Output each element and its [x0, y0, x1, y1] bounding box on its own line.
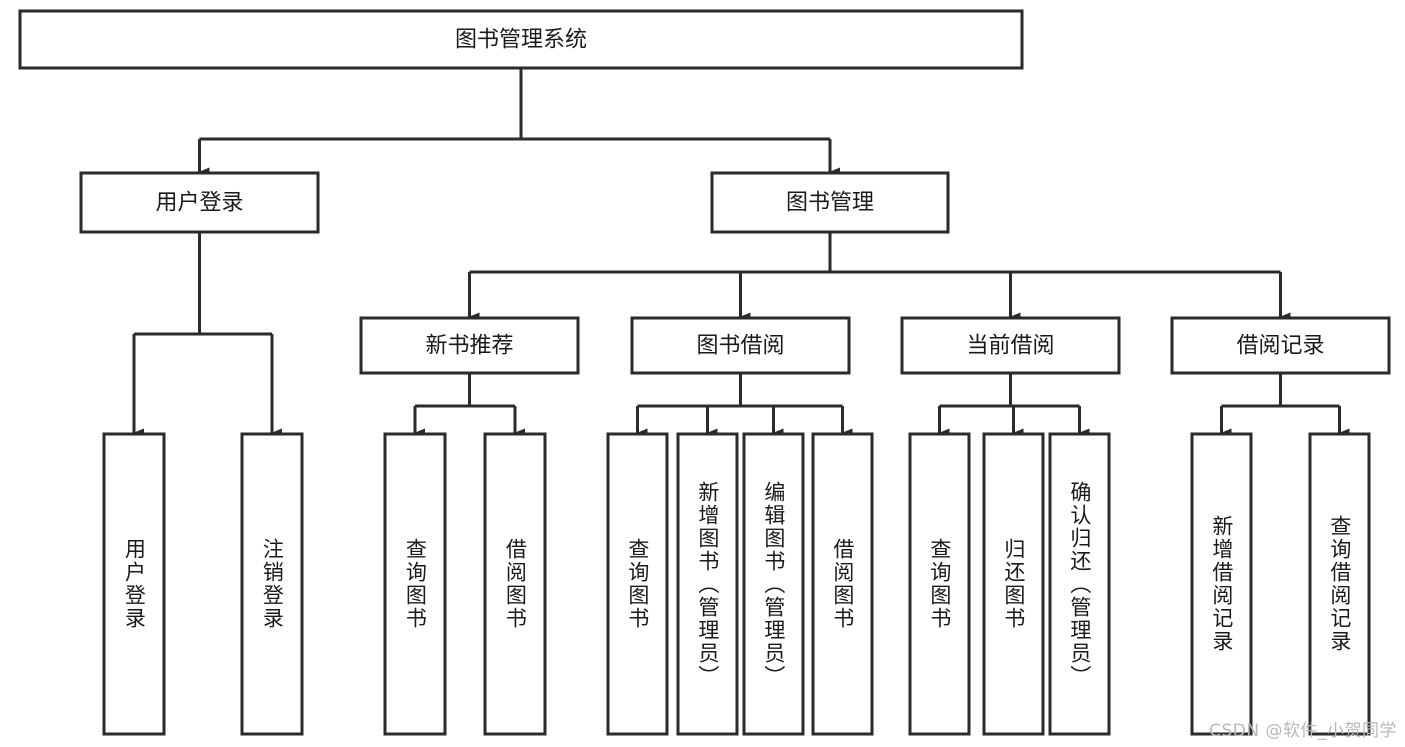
- node-leaf-query-book-2[interactable]: [606, 432, 669, 736]
- node-leaf-user-login[interactable]: [102, 432, 166, 736]
- node-leaf-add-borrow-record[interactable]: [1190, 432, 1253, 736]
- watermark-text: CSDN @软件_小贺同学: [1209, 721, 1397, 741]
- node-new-book-recommend[interactable]: 新书推荐: [359, 316, 580, 375]
- node-label-user-login: 用户登录: [155, 191, 243, 216]
- node-borrow-record[interactable]: 借阅记录: [1170, 316, 1391, 375]
- node-label-current-borrow: 当前借阅: [966, 334, 1054, 359]
- node-label-root: 图书管理系统: [455, 28, 587, 53]
- node-leaf-edit-book-admin[interactable]: [742, 432, 805, 736]
- node-root[interactable]: 图书管理系统: [18, 9, 1024, 70]
- node-leaf-query-borrow-record[interactable]: [1308, 432, 1371, 736]
- node-label-borrow-record: 借阅记录: [1236, 334, 1324, 359]
- node-leaf-borrow-book-1[interactable]: [483, 432, 547, 736]
- node-leaf-borrow-book-2[interactable]: [811, 432, 874, 736]
- node-label-book-management: 图书管理: [786, 191, 874, 216]
- node-leaf-confirm-return-admin[interactable]: [1048, 432, 1111, 736]
- node-user-login[interactable]: 用户登录: [79, 171, 320, 234]
- node-label-new-book-recommend: 新书推荐: [425, 334, 513, 359]
- node-book-borrow[interactable]: 图书借阅: [630, 316, 851, 375]
- node-leaf-query-book-1[interactable]: [383, 432, 447, 736]
- node-current-borrow[interactable]: 当前借阅: [900, 316, 1121, 375]
- node-leaf-return-book[interactable]: [982, 432, 1045, 736]
- node-leaf-logout-login[interactable]: [240, 432, 304, 736]
- node-leaf-add-book-admin[interactable]: [676, 432, 739, 736]
- connector-layer: [132, 68, 1350, 438]
- node-leaf-query-book-3[interactable]: [908, 432, 971, 736]
- node-book-management[interactable]: 图书管理: [710, 171, 950, 234]
- node-label-book-borrow: 图书借阅: [696, 334, 784, 359]
